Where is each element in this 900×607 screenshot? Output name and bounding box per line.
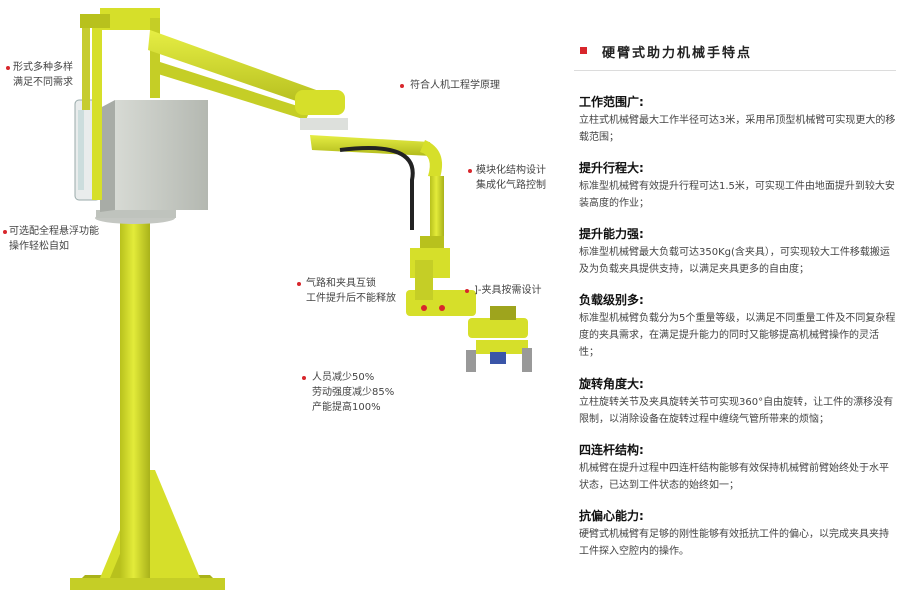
callout-interlock: 气路和夹具互锁 工件提升后不能释放 [297, 276, 396, 306]
feature-desc: 标准型机械臂最大负载可达350Kg(含夹具），可实现较大工件移载搬运及为负载夹具… [579, 247, 890, 275]
manipulator-arm-illustration [70, 8, 532, 590]
bullet-dot [297, 282, 301, 286]
callout-line: 操作轻松自如 [9, 241, 69, 252]
callout-float: 可选配全程悬浮功能 操作轻松自如 [3, 224, 99, 254]
main-arm [148, 30, 348, 130]
callout-fixture: ]-夹具按需设计 [465, 283, 542, 298]
feature-title: 提升行程大: [579, 161, 644, 175]
feature-title: 四连杆结构: [579, 443, 644, 457]
feature-desc: 标准型机械臂负载分为5个重量等级，以满足不同重量工件及不同复杂程度的夹具需求，在… [579, 313, 896, 358]
mast [92, 20, 102, 200]
feature-item: 旋转角度大: 立柱旋转关节及夹具旋转关节可实现360°自由旋转，让工件的漂移没有… [579, 376, 896, 428]
callout-line: 工件提升后不能释放 [306, 293, 396, 304]
callout-benefits: 人员减少50% 劳动强度减少85% 产能提高100% [302, 370, 395, 415]
callout-ergonomics: 符合人机工程学原理 [400, 78, 500, 93]
feature-title: 负载级别多: [579, 293, 644, 307]
feature-item: 工作范围广: 立柱式机械臂最大工作半径可达3米，采用吊顶型机械臂可实现更大的移载… [579, 94, 896, 146]
feature-item: 提升行程大: 标准型机械臂有效提升行程可达1.5米，可实现工件由地面提升到较大安… [579, 160, 896, 212]
bullet-dot [302, 376, 306, 380]
callout-line: 人员减少50% [312, 372, 375, 383]
column [120, 218, 150, 578]
bullet-dot [3, 230, 7, 234]
feature-item: 抗偏心能力: 硬臂式机械臂有足够的刚性能够有效抵抗工件的偏心，以完成夹具夹持工件… [579, 508, 896, 560]
feature-desc: 立柱式机械臂最大工作半径可达3米，采用吊顶型机械臂可实现更大的移载范围； [579, 115, 896, 143]
control-cabinet [74, 99, 208, 212]
bullet-dot [465, 289, 469, 293]
feature-desc: 机械臂在提升过程中四连杆结构能够有效保持机械臂前臂始终处于水平状态，已达到工件状… [579, 463, 889, 491]
top-frame [80, 8, 160, 98]
panel-header: 硬臂式助力机械手特点 [574, 40, 896, 62]
bullet-dot [6, 66, 10, 70]
feature-desc: 立柱旋转关节及夹具旋转关节可实现360°自由旋转，让工件的漂移没有限制，以消除设… [579, 397, 894, 425]
red-square-marker [580, 47, 587, 54]
bullet-dot [400, 84, 404, 88]
callout-line: 模块化结构设计 [476, 165, 546, 176]
callout-line: 满足不同需求 [13, 77, 73, 88]
feature-item: 提升能力强: 标准型机械臂最大负载可达350Kg(含夹具），可实现较大工件移载搬… [579, 226, 896, 278]
callout-line: 产能提高100% [312, 402, 381, 413]
bullet-dot [468, 169, 472, 173]
callout-forms: 形式多种多样 满足不同需求 [6, 60, 73, 90]
features-panel: 硬臂式助力机械手特点 工作范围广: 立柱式机械臂最大工作半径可达3米，采用吊顶型… [574, 40, 896, 557]
feature-desc: 标准型机械臂有效提升行程可达1.5米，可实现工件由地面提升到较大安装高度的作业； [579, 181, 895, 209]
feature-item: 四连杆结构: 机械臂在提升过程中四连杆结构能够有效保持机械臂前臂始终处于水平状态… [579, 442, 896, 494]
feature-item: 负载级别多: 标准型机械臂负载分为5个重量等级，以满足不同重量工件及不同复杂程度… [579, 292, 896, 361]
forearm [310, 135, 444, 236]
gripper-assembly [406, 236, 532, 372]
callout-line: 形式多种多样 [13, 62, 73, 73]
feature-desc: 硬臂式机械臂有足够的刚性能够有效抵抗工件的偏心，以完成夹具夹持工件探入空腔内的操… [579, 529, 889, 557]
feature-title: 提升能力强: [579, 227, 644, 241]
callout-line: 可选配全程悬浮功能 [9, 226, 99, 237]
feature-title: 工作范围广: [579, 95, 644, 109]
callout-line: 符合人机工程学原理 [410, 80, 500, 91]
callout-line: 劳动强度减少85% [312, 387, 395, 398]
callout-line: ]-夹具按需设计 [474, 285, 542, 296]
panel-title: 硬臂式助力机械手特点 [602, 46, 753, 61]
callout-line: 集成化气路控制 [476, 180, 546, 191]
callout-line: 气路和夹具互锁 [306, 278, 376, 289]
divider [574, 70, 896, 71]
callout-modular: 模块化结构设计 集成化气路控制 [468, 163, 546, 193]
feature-title: 旋转角度大: [579, 377, 644, 391]
feature-title: 抗偏心能力: [579, 509, 644, 523]
